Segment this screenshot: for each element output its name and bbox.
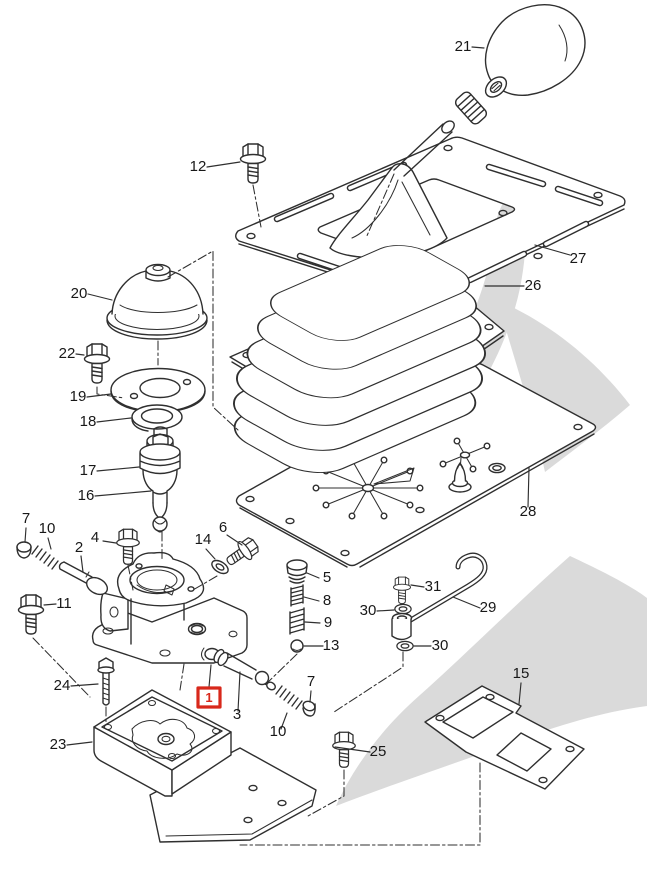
part-9-spring bbox=[289, 607, 305, 635]
part-6-bolt bbox=[221, 533, 263, 572]
part-label-23: 23 bbox=[50, 736, 67, 753]
part-label-21: 21 bbox=[455, 38, 472, 55]
part-label-10-right: 10 bbox=[270, 723, 287, 740]
part-label-30-lower: 30 bbox=[432, 637, 449, 654]
part-1-case bbox=[91, 551, 248, 664]
part-23-lower-case bbox=[93, 689, 317, 843]
part-label-10-left: 10 bbox=[39, 520, 56, 537]
part-label-24: 24 bbox=[54, 677, 71, 694]
part-label-6: 6 bbox=[219, 519, 227, 536]
part-8-spring bbox=[290, 584, 304, 607]
part-24-screw bbox=[97, 657, 115, 706]
part-7-cap-right bbox=[302, 700, 316, 717]
part-5-plug bbox=[286, 559, 308, 584]
part-label-15: 15 bbox=[513, 665, 530, 682]
part-label-18: 18 bbox=[80, 413, 97, 430]
part-10-spring-right bbox=[275, 685, 303, 710]
part-2-shaft bbox=[58, 561, 109, 596]
part-20-dust-boot bbox=[106, 263, 208, 340]
part-10-spring-left bbox=[31, 545, 59, 570]
plate-slots bbox=[273, 161, 604, 284]
shift-pattern-star bbox=[312, 437, 491, 520]
part-label-17: 17 bbox=[80, 462, 97, 479]
leader-lines bbox=[24, 46, 571, 753]
part-label-9: 9 bbox=[324, 614, 332, 631]
part-label-12: 12 bbox=[190, 158, 207, 175]
highlighted-callout-1: 1 bbox=[196, 686, 222, 709]
part-17-bushing bbox=[139, 426, 181, 475]
part-label-20: 20 bbox=[71, 285, 88, 302]
part-label-31: 31 bbox=[425, 578, 442, 595]
part-30-washer-upper bbox=[394, 603, 412, 615]
part-label-7-left: 7 bbox=[22, 510, 30, 527]
part-label-1: 1 bbox=[205, 690, 212, 705]
part-label-11: 11 bbox=[56, 595, 72, 612]
part-label-27: 27 bbox=[570, 250, 587, 267]
part-16-lever-lower bbox=[142, 469, 178, 533]
part-21-shift-knob bbox=[484, 4, 586, 98]
part-label-14: 14 bbox=[195, 531, 212, 548]
part-label-25: 25 bbox=[370, 743, 387, 760]
part-27-cover-plate bbox=[235, 4, 626, 301]
part-label-19: 19 bbox=[70, 388, 87, 405]
part-7-cap-left bbox=[16, 541, 32, 559]
alignment-lines bbox=[32, 173, 481, 846]
part-label-30-upper: 30 bbox=[360, 602, 377, 619]
part-label-3: 3 bbox=[233, 706, 241, 723]
part-31-bolt bbox=[393, 576, 411, 605]
part-13-ball bbox=[290, 639, 304, 653]
part-11-bolt bbox=[17, 594, 45, 635]
part-12-bolt bbox=[239, 143, 267, 184]
part-label-28: 28 bbox=[520, 503, 537, 520]
part-29-rod bbox=[401, 552, 488, 627]
part-label-5: 5 bbox=[323, 569, 331, 586]
rod-bushing bbox=[391, 612, 413, 641]
part-22-bolt bbox=[83, 343, 111, 384]
part-30-washer-lower bbox=[396, 640, 414, 652]
part-label-2: 2 bbox=[75, 539, 83, 556]
part-label-29: 29 bbox=[480, 599, 497, 616]
part-label-8: 8 bbox=[323, 592, 331, 609]
part-26-boot-bellows bbox=[233, 245, 486, 473]
part-18-seal-ring bbox=[131, 404, 183, 432]
part-labels: 2 3 4 5 6 7 7 8 9 10 10 11 12 13 14 15 1… bbox=[22, 38, 587, 760]
part-label-4: 4 bbox=[91, 529, 99, 546]
shift-lever-shaft bbox=[393, 91, 488, 177]
part-label-26: 26 bbox=[525, 277, 542, 294]
part-28-pattern-plate bbox=[235, 362, 597, 568]
part-label-13: 13 bbox=[323, 637, 340, 654]
part-label-7-right: 7 bbox=[307, 673, 315, 690]
part-label-16: 16 bbox=[78, 487, 95, 504]
part-label-22: 22 bbox=[59, 345, 76, 362]
part-3-pin bbox=[213, 648, 276, 691]
part-15-gasket bbox=[424, 685, 585, 790]
